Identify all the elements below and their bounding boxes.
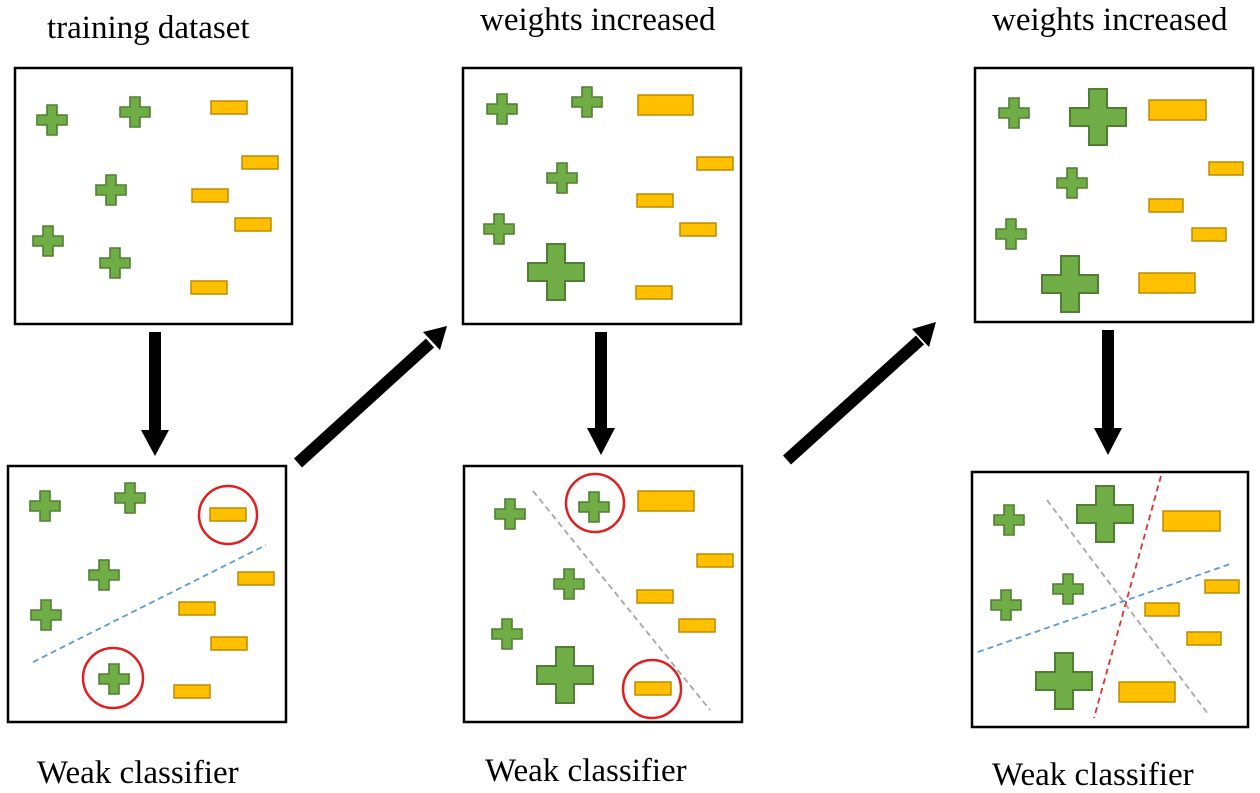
caption-weak-classifier-2: Weak classifier — [485, 753, 687, 789]
minus-sample — [1186, 631, 1222, 646]
minus-sample — [173, 684, 211, 699]
minus-sample — [634, 681, 672, 696]
panel-training-dataset — [13, 66, 294, 326]
minus-sample — [237, 571, 275, 586]
decision-boundary-blue — [977, 562, 1234, 653]
minus-sample — [210, 100, 248, 115]
minus-sample — [678, 618, 716, 633]
minus-sample-large — [637, 490, 695, 512]
minus-sample — [178, 601, 216, 616]
caption-weights-increased-1: weights increased — [480, 2, 716, 38]
minus-sample-large — [1138, 272, 1196, 294]
decision-boundary-blue — [32, 544, 267, 663]
minus-sample-large — [637, 94, 694, 116]
minus-sample — [636, 589, 674, 604]
panel-weights-increased-1 — [461, 66, 743, 326]
panel-weak-classifier-1 — [6, 464, 288, 724]
misclassified-highlight-circle — [621, 658, 683, 720]
minus-sample — [696, 553, 734, 568]
caption-training-dataset: training dataset — [47, 10, 250, 46]
panel-weak-classifier-3 — [970, 470, 1250, 729]
arrow-down-2 — [587, 332, 615, 455]
misclassified-highlight-circle — [197, 484, 259, 546]
decision-boundary-gray — [1046, 499, 1209, 715]
minus-sample — [209, 507, 247, 522]
minus-sample — [210, 636, 248, 651]
minus-sample — [635, 285, 673, 300]
decision-boundary-gray — [532, 490, 711, 711]
minus-sample-large — [1118, 681, 1176, 703]
arrow-down-1 — [141, 332, 169, 456]
caption-weak-classifier-1: Weak classifier — [37, 755, 239, 791]
minus-sample-large — [1162, 510, 1221, 532]
arrow-diagonal-2 — [782, 322, 936, 465]
minus-sample — [679, 222, 717, 237]
minus-sample — [1191, 227, 1227, 242]
minus-sample — [636, 193, 674, 208]
panel-weak-classifier-2 — [462, 464, 744, 724]
arrow-down-3 — [1094, 330, 1122, 455]
minus-sample — [241, 155, 279, 170]
misclassified-highlight-circle — [564, 472, 626, 534]
minus-sample — [1148, 198, 1184, 213]
decision-boundary-red — [1093, 475, 1162, 719]
minus-sample — [696, 156, 734, 171]
minus-sample — [190, 280, 228, 295]
panel-weights-increased-2 — [973, 66, 1255, 324]
minus-sample — [1144, 602, 1180, 617]
minus-sample — [234, 217, 272, 232]
minus-sample — [191, 188, 229, 203]
misclassified-highlight-circle — [81, 646, 145, 710]
caption-weights-increased-2: weights increased — [992, 2, 1228, 38]
minus-sample-large — [1148, 99, 1207, 121]
caption-weak-classifier-3: Weak classifier — [992, 757, 1194, 793]
minus-sample — [1204, 579, 1240, 594]
minus-sample — [1208, 161, 1244, 176]
arrow-diagonal-1 — [293, 326, 447, 468]
